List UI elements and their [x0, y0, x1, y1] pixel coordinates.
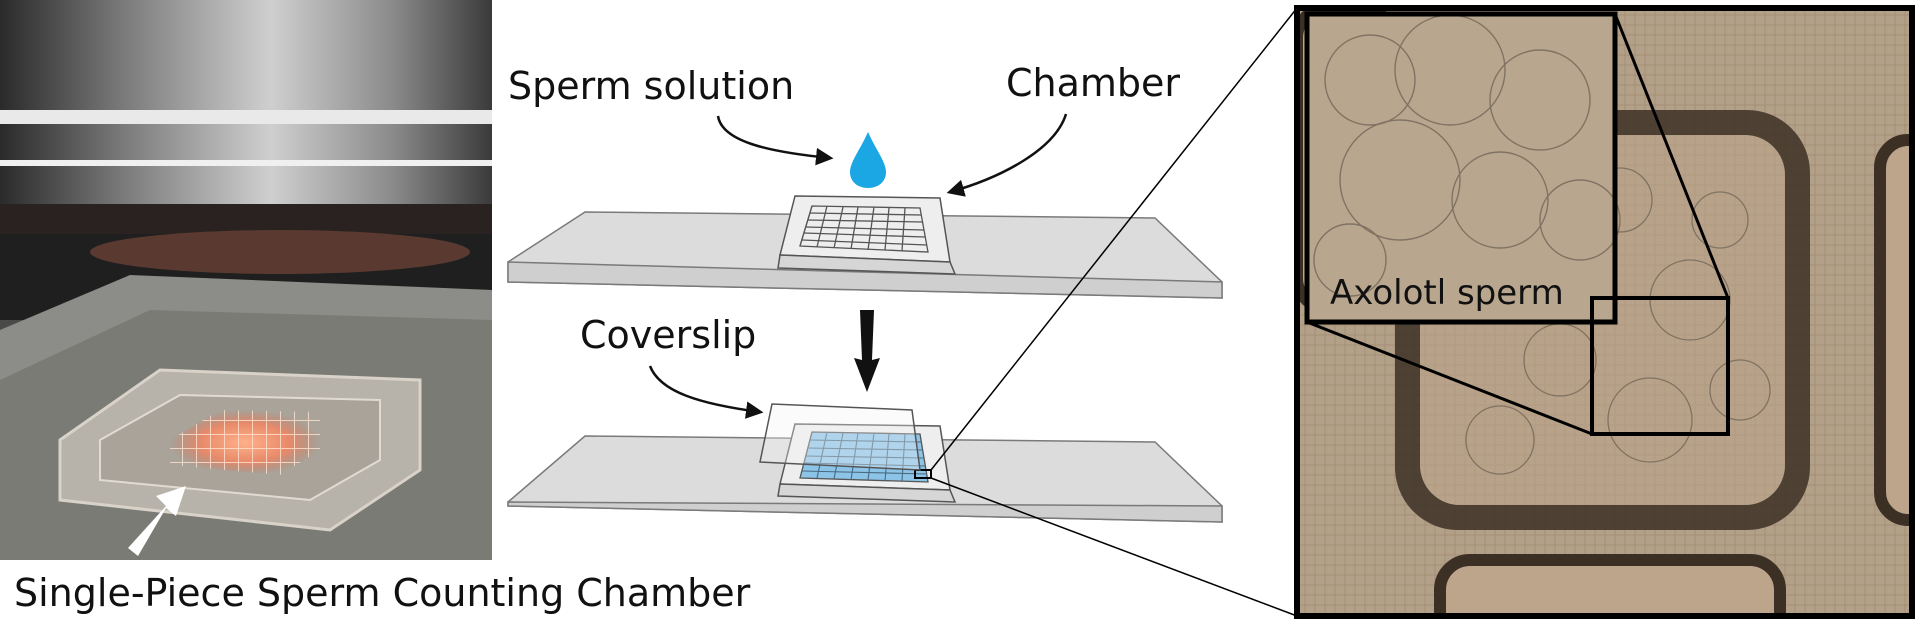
sperm-solution-label: Sperm solution — [508, 64, 794, 108]
coverslip — [759, 403, 921, 471]
photo-chamber-chip — [58, 368, 422, 532]
zoom-line-top — [930, 7, 1298, 471]
axolotl-sperm-label: Axolotl sperm — [1330, 273, 1564, 313]
top-chamber — [777, 195, 957, 275]
micrograph-frame — [1294, 5, 1915, 619]
sperm-solution-arrow — [716, 115, 834, 166]
photo-caption: Single-Piece Sperm Counting Chamber — [14, 571, 751, 615]
coverslip-label: Coverslip — [580, 313, 756, 357]
schematic-panel — [507, 113, 1223, 523]
chamber-label: Chamber — [1006, 61, 1180, 105]
sperm-droplet-icon — [850, 132, 886, 188]
chamber-arrow — [946, 113, 1068, 197]
photo-panel — [0, 0, 492, 560]
white-pointer-arrow — [128, 486, 186, 556]
microscope-objective — [0, 0, 492, 274]
top-chamber-grid — [799, 205, 929, 253]
coverslip-arrow — [648, 365, 764, 419]
down-arrow — [854, 310, 880, 392]
top-glass-slide — [507, 211, 1223, 299]
magnified-inset — [1304, 11, 1730, 436]
zoom-region-marker — [914, 469, 932, 479]
zoom-line-bottom — [930, 477, 1298, 617]
inset-source-box — [1590, 296, 1730, 436]
